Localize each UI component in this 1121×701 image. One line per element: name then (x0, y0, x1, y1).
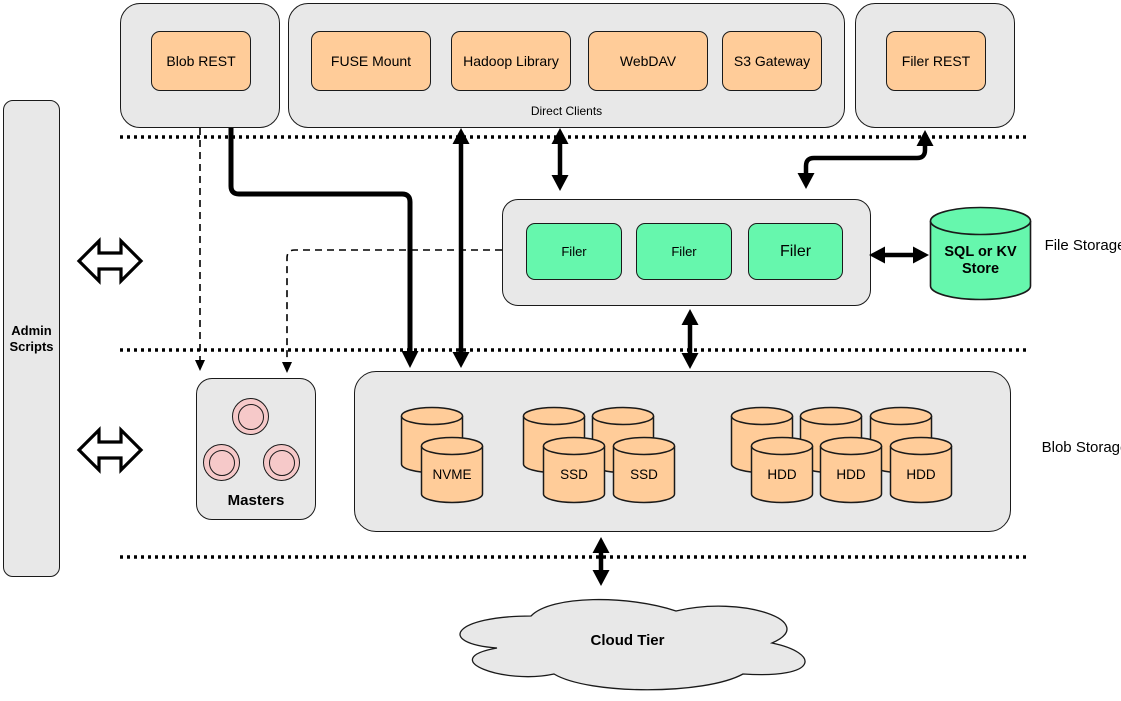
blob-storage-section-label: Blob Storage (1041, 439, 1121, 456)
master-node-icon (203, 444, 240, 481)
filer-rest-label: Filer REST (901, 53, 971, 69)
webdav-node: WebDAV (588, 31, 708, 91)
file-storage-section-label: File Storage (1044, 237, 1121, 254)
hadoop-library-node: Hadoop Library (451, 31, 571, 91)
s3-gateway-node: S3 Gateway (722, 31, 822, 91)
hdd-volume-label: HDD (836, 467, 866, 482)
filer-label-3: Filer (779, 242, 812, 260)
hdd-volume-label: HDD (906, 467, 936, 482)
filer-node-2: Filer (636, 223, 732, 280)
volume-cylinder-hdd (750, 436, 814, 504)
hadoop-library-label: Hadoop Library (463, 53, 559, 69)
direct-clients-container: FUSE Mount Hadoop Library WebDAV S3 Gate… (288, 3, 845, 128)
master-node-icon (232, 398, 269, 435)
blob-rest-container: Blob REST (120, 3, 280, 128)
volume-cylinder-hdd (889, 436, 953, 504)
masters-label: Masters (227, 492, 285, 509)
volume-cylinder-ssd (542, 436, 606, 504)
blob-rest-label: Blob REST (166, 53, 236, 69)
admin-scripts-panel: Admin Scripts (3, 100, 60, 577)
cloud-tier-label: Cloud Tier (590, 632, 665, 649)
arrow-clients-filers (551, 128, 569, 191)
cloud-tier-shape (459, 598, 806, 691)
sql-kv-store-label: SQL or KV Store (944, 244, 1017, 277)
ssd-volume-label: SSD (560, 467, 588, 482)
nvme-volume-label: NVME (432, 467, 472, 482)
filer-label-2: Filer (671, 244, 697, 259)
admin-file-storage-arrow-icon (76, 237, 144, 285)
filer-label-1: Filer (561, 244, 587, 259)
dashed-arrow-blobrest-to-masters (195, 128, 205, 371)
arrow-filers-sqlstore (869, 246, 929, 264)
master-node-icon (263, 444, 300, 481)
blob-rest-node: Blob REST (151, 31, 251, 91)
arrow-clients-blobstorage (452, 128, 470, 368)
fuse-mount-label: FUSE Mount (330, 53, 412, 69)
masters-container: Masters (196, 378, 316, 520)
filer-rest-container: Filer REST (855, 3, 1015, 128)
ssd-volume-label: SSD (630, 467, 658, 482)
arrow-blobrest-to-blobstorage (228, 128, 419, 368)
sql-kv-store-cylinder (929, 206, 1032, 301)
arrow-filers-blobstorage (681, 309, 699, 369)
filer-node-1: Filer (526, 223, 622, 280)
dashed-arrow-filers-to-masters (282, 249, 502, 373)
volume-cylinder-hdd (819, 436, 883, 504)
volume-cylinder-ssd (612, 436, 676, 504)
admin-blob-storage-arrow-icon (76, 426, 144, 474)
arrow-blobstorage-cloud (592, 537, 610, 586)
fuse-mount-node: FUSE Mount (311, 31, 431, 91)
hdd-volume-label: HDD (767, 467, 797, 482)
s3-gateway-label: S3 Gateway (733, 53, 811, 69)
direct-clients-caption: Direct Clients (530, 104, 603, 118)
volume-cylinder-nvme (420, 436, 484, 504)
arrow-filerrest-filers (797, 130, 934, 189)
filer-node-3: Filer (748, 223, 843, 280)
admin-scripts-label: Admin Scripts (9, 322, 54, 354)
blob-storage-container: NVME SSD SSD (354, 371, 1011, 532)
filer-group-container: Filer Filer Filer (502, 199, 871, 306)
webdav-label: WebDAV (619, 53, 677, 69)
filer-rest-node: Filer REST (886, 31, 986, 91)
